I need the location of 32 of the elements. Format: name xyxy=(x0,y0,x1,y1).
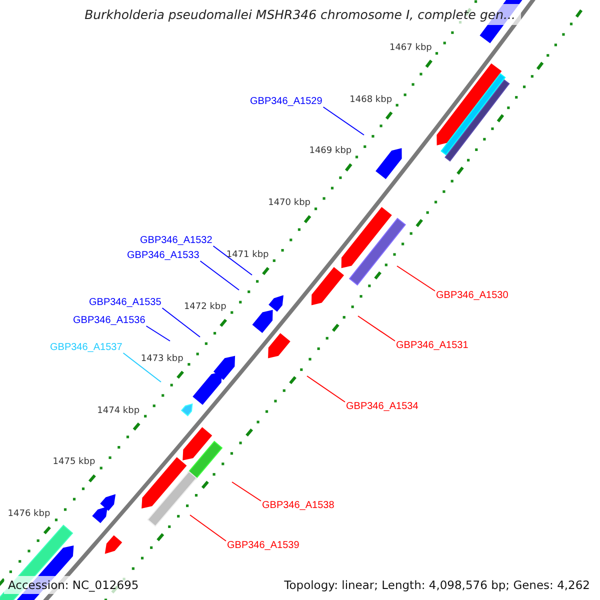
tick-label: 1472 kbp xyxy=(184,302,226,313)
leader-line xyxy=(162,308,200,338)
leader-line xyxy=(306,376,346,402)
leader-line xyxy=(146,326,170,342)
tick-label: 1470 kbp xyxy=(268,198,311,210)
leader-line xyxy=(212,246,252,276)
gene-label: GBP346_A1534 xyxy=(346,401,418,413)
tick-label: 1468 kbp xyxy=(350,94,392,106)
tick-label: 1475 kbp xyxy=(52,457,96,468)
gene-label: GBP346_A1535 xyxy=(89,297,162,309)
tick-label: 1469 kbp xyxy=(309,146,352,158)
gene-label: GBP346_A1530 xyxy=(436,290,508,302)
gene-label: GBP346_A1537 xyxy=(50,342,122,354)
leader-line xyxy=(396,266,436,292)
tick-label: 1467 kbp xyxy=(389,42,432,54)
leader-line xyxy=(232,482,262,502)
gene-label: GBP346_A1532 xyxy=(140,235,212,247)
gene-label: GBP346_A1529 xyxy=(250,96,322,108)
leader-line xyxy=(190,514,226,542)
tick-label: 1476 kbp xyxy=(8,509,50,520)
leader-line xyxy=(122,352,162,382)
gene-label: GBP346_A1539 xyxy=(227,540,300,552)
tick-label: 1473 kbp xyxy=(140,354,184,365)
gene-label: GBP346_A1533 xyxy=(127,250,200,262)
leader-line xyxy=(322,106,364,136)
leader-line xyxy=(358,316,396,342)
gene-label: GBP346_A1538 xyxy=(262,500,334,512)
gene-label: GBP346_A1531 xyxy=(396,340,468,352)
leader-line xyxy=(200,260,240,290)
tick-label: 1474 kbp xyxy=(97,406,140,417)
gene-label: GBP346_A1536 xyxy=(73,315,146,327)
tick-label: 1471 kbp xyxy=(226,250,269,262)
